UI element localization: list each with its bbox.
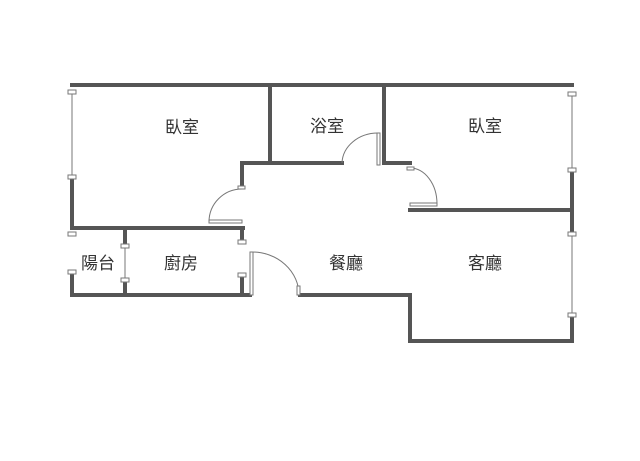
room-label-bathroom: 浴室 xyxy=(310,117,344,137)
room-labels: 臥室 浴室 臥室 陽台 廚房 餐廳 客廳 xyxy=(81,117,502,274)
entrance-door xyxy=(249,251,301,296)
doors xyxy=(208,132,438,296)
walls xyxy=(70,83,574,343)
bedroom1-door xyxy=(208,185,246,224)
room-label-living-room: 客廳 xyxy=(468,254,502,274)
room-label-dining-room: 餐廳 xyxy=(329,254,363,274)
bathroom-door xyxy=(341,132,381,166)
bedroom2-door xyxy=(406,166,438,207)
room-label-bedroom-1: 臥室 xyxy=(165,118,199,138)
bottom-wall-right xyxy=(298,293,574,343)
room-label-kitchen: 廚房 xyxy=(164,253,198,274)
room-label-balcony: 陽台 xyxy=(81,254,115,274)
windows xyxy=(67,89,577,318)
room-label-bedroom-2: 臥室 xyxy=(468,117,502,137)
